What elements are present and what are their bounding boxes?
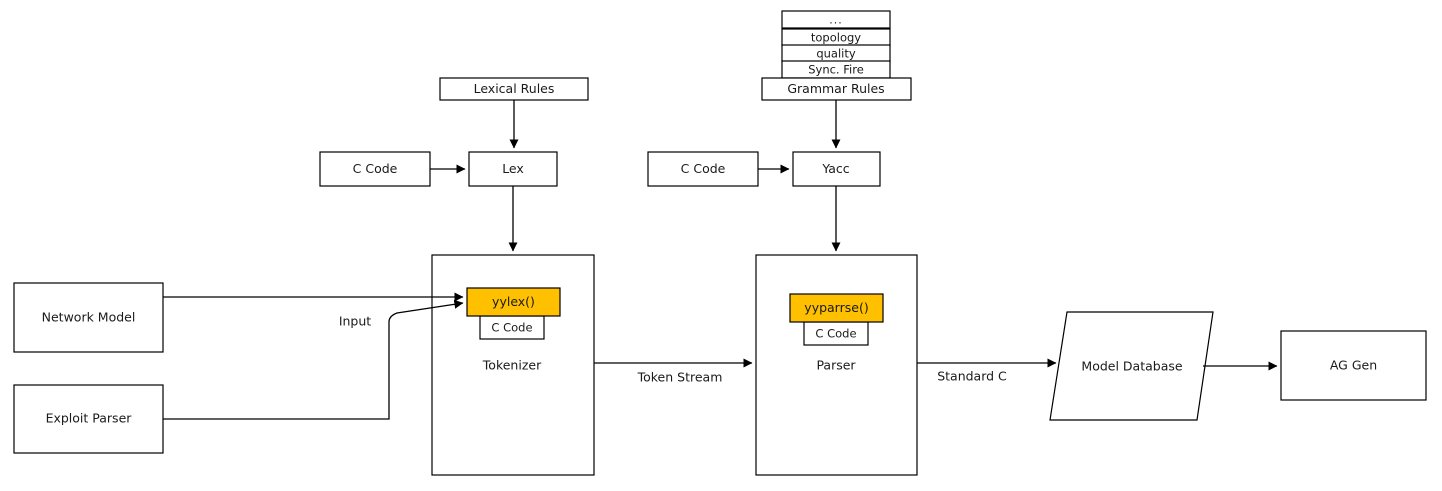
grammar-rules-label: Grammar Rules bbox=[787, 81, 884, 96]
edge-exploit-parser-to-yylex bbox=[163, 299, 464, 420]
parser-ccode-label: C Code bbox=[815, 327, 856, 341]
yacc-node: Yacc bbox=[792, 151, 881, 187]
grammar-rules-stack: ... topology quality Sync. Fire Grammar … bbox=[761, 10, 912, 101]
lex-label: Lex bbox=[502, 161, 524, 176]
yyparrse-label: yyparrse() bbox=[804, 300, 868, 315]
yacc-box bbox=[792, 151, 881, 187]
lex-node: Lex bbox=[468, 151, 558, 187]
c-code-lex-node: C Code bbox=[319, 151, 431, 187]
tokenizer-label: Tokenizer bbox=[482, 358, 542, 373]
grammar-stack-label-topology: topology bbox=[811, 31, 861, 45]
ag-gen-node: AG Gen bbox=[1280, 330, 1427, 401]
yylex-box bbox=[466, 287, 561, 317]
edge-label-input: Input bbox=[339, 314, 371, 329]
grammar-stack-label-sync-fire: Sync. Fire bbox=[808, 63, 864, 77]
edge-label-token-stream: Token Stream bbox=[637, 370, 723, 385]
yacc-label: Yacc bbox=[821, 161, 849, 176]
ag-gen-label: AG Gen bbox=[1330, 358, 1377, 373]
tokenizer-ccode-label: C Code bbox=[491, 321, 532, 335]
lex-box bbox=[468, 151, 558, 187]
model-database-label: Model Database bbox=[1081, 359, 1182, 374]
tokenizer-node: C Code yylex() Tokenizer bbox=[431, 254, 595, 476]
grammar-stack-item-ellipsis bbox=[781, 10, 891, 29]
yyparrse-box bbox=[789, 293, 884, 323]
exploit-parser-node: Exploit Parser bbox=[13, 384, 164, 454]
network-model-node: Network Model bbox=[13, 282, 164, 353]
edge-label-standard-c: Standard C bbox=[937, 369, 1007, 384]
exploit-parser-box bbox=[13, 384, 164, 454]
lexical-rules-label: Lexical Rules bbox=[474, 81, 555, 96]
yylex-label: yylex() bbox=[492, 294, 535, 309]
model-database-node: Model Database bbox=[1049, 311, 1214, 421]
grammar-stack-label-ellipsis: ... bbox=[829, 14, 843, 27]
exploit-parser-label: Exploit Parser bbox=[46, 411, 133, 426]
network-model-label: Network Model bbox=[42, 310, 136, 325]
model-database-shape bbox=[1049, 311, 1214, 421]
parser-label: Parser bbox=[816, 358, 856, 373]
lexical-rules-node: Lexical Rules bbox=[439, 77, 589, 101]
c-code-yacc-label: C Code bbox=[681, 161, 726, 176]
grammar-stack-label-quality: quality bbox=[816, 47, 856, 61]
parser-box bbox=[755, 254, 918, 476]
parser-node: C Code yyparrse() Parser bbox=[755, 254, 918, 476]
c-code-yacc-node: C Code bbox=[647, 151, 759, 187]
c-code-lex-label: C Code bbox=[353, 161, 398, 176]
ag-gen-box bbox=[1280, 330, 1427, 401]
network-model-box bbox=[13, 282, 164, 353]
